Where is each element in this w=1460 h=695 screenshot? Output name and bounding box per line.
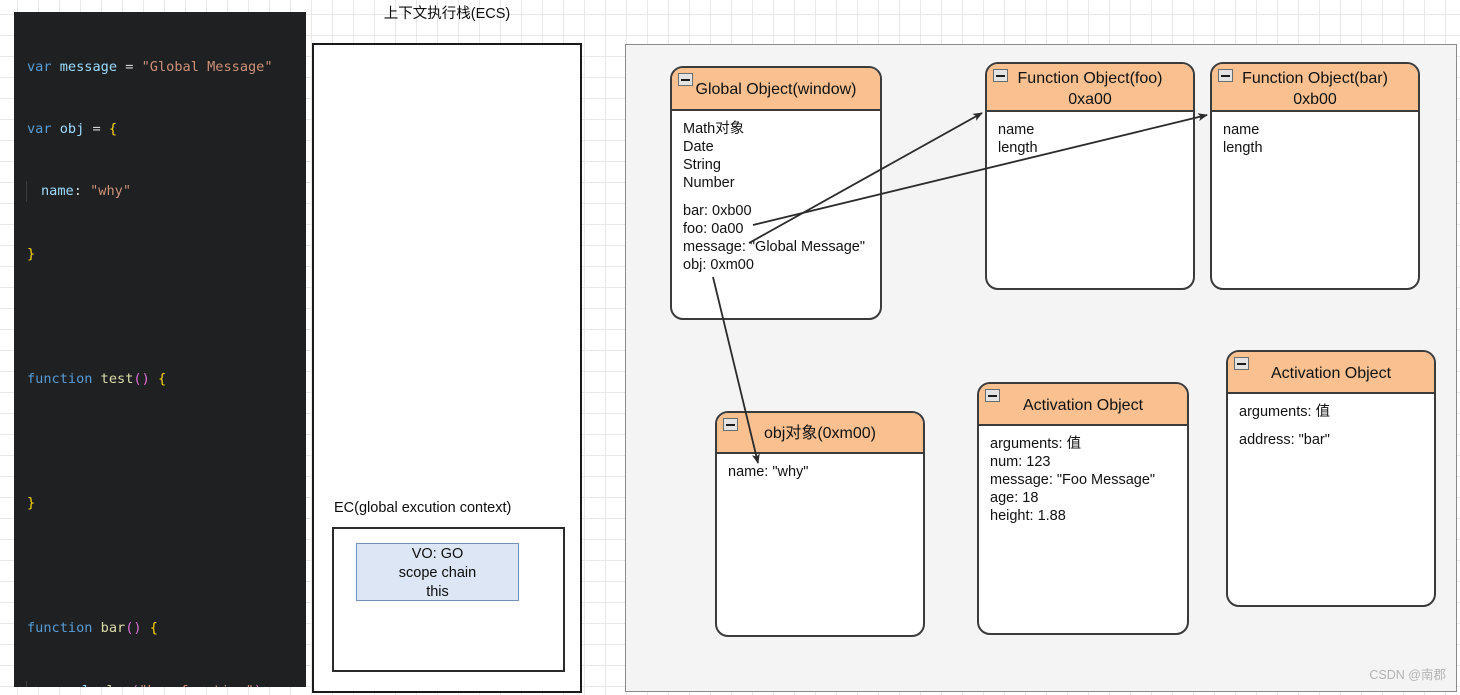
vo-go-box: VO: GO scope chain this [356,543,519,601]
collapse-minus-icon[interactable] [993,69,1008,82]
code-line [14,431,306,452]
collapse-minus-icon[interactable] [1218,69,1233,82]
object-entry: String [683,157,721,173]
object-entry: Date [683,139,714,155]
activation-object-foo-title: Activation Object [1022,397,1144,414]
vo-line-3: this [426,584,449,600]
code-line: } [27,495,36,512]
object-entry: Number [683,175,735,191]
code-line [14,556,306,577]
collapse-minus-icon[interactable] [1234,357,1249,370]
object-entry: length [1223,140,1263,156]
entry-spacer [683,192,880,202]
activation-object-foo-box[interactable]: Activation Object arguments: 值 num: 123 … [977,382,1189,635]
object-entry: height: 1.88 [990,508,1066,524]
activation-object-bar-body: arguments: 值 address: "bar" [1228,394,1434,449]
object-entry: num: 123 [990,454,1051,470]
global-object-title: Global Object(window) [695,81,857,98]
code-line: console.log("bar function") [14,680,306,687]
code-line: function test() { [27,370,167,387]
obj-object-title: obj对象(0xm00) [763,425,877,442]
vo-line-2: scope chain [398,565,477,581]
global-object-header[interactable]: Global Object(window) [672,68,880,111]
obj-object-body: name: "why" [717,454,923,481]
code-line: function bar() { [27,620,158,637]
object-entry: message: "Global Message" [683,239,865,255]
object-entry: obj: 0xm00 [683,257,754,273]
function-object-bar-body: name length [1212,112,1418,157]
activation-object-foo-header[interactable]: Activation Object [979,384,1187,426]
function-object-foo-title: Function Object(foo) [1017,70,1163,87]
global-object-box[interactable]: Global Object(window) Math对象 Date String… [670,66,882,320]
collapse-minus-icon[interactable] [723,418,738,431]
object-entry: name [1223,122,1260,138]
entry-spacer [1239,421,1434,431]
obj-object-box[interactable]: obj对象(0xm00) name: "why" [715,411,925,637]
activation-object-bar-title: Activation Object [1270,365,1392,382]
object-entry: arguments: 值 [990,436,1082,452]
function-object-bar-header[interactable]: Function Object(bar) 0xb00 [1212,64,1418,112]
object-entry: message: "Foo Message" [990,472,1156,488]
ecs-panel-title: 上下文执行栈(ECS) [383,6,511,22]
activation-object-foo-body: arguments: 值 num: 123 message: "Foo Mess… [979,426,1187,525]
ec-global-box: VO: GO scope chain this [332,527,565,672]
object-entry: length [998,140,1038,156]
function-object-foo-address: 0xa00 [1068,91,1112,108]
code-line: var obj = { [27,120,118,137]
function-object-foo-header[interactable]: Function Object(foo) 0xa00 [987,64,1193,112]
object-entry: address: "bar" [1239,432,1330,448]
object-entry: foo: 0a00 [683,221,744,237]
obj-object-header[interactable]: obj对象(0xm00) [717,413,923,454]
object-entry: name: "why" [728,464,809,480]
object-entry: Math对象 [683,121,745,137]
function-object-foo-body: name length [987,112,1193,157]
vo-line-1: VO: GO [411,546,464,562]
object-entry: age: 18 [990,490,1039,506]
code-line: var message = "Global Message" [27,58,273,75]
function-object-bar-address: 0xb00 [1293,91,1337,108]
code-editor-panel[interactable]: var message = "Global Message" var obj =… [14,12,306,687]
collapse-minus-icon[interactable] [678,73,693,86]
activation-object-bar-header[interactable]: Activation Object [1228,352,1434,394]
object-entry: bar: 0xb00 [683,203,752,219]
ecs-panel: EC(global excution context) VO: GO scope… [312,43,582,693]
function-object-bar-box[interactable]: Function Object(bar) 0xb00 name length [1210,62,1420,290]
code-line: } [27,245,36,262]
function-object-bar-title: Function Object(bar) [1242,70,1388,87]
activation-object-bar-box[interactable]: Activation Object arguments: 值 address: … [1226,350,1436,607]
ec-global-label: EC(global excution context) [334,500,512,516]
code-line: name: "why" [14,181,306,203]
object-entry: name [998,122,1035,138]
function-object-foo-box[interactable]: Function Object(foo) 0xa00 name length [985,62,1195,290]
csdn-watermark: CSDN @南郡 [1369,668,1446,682]
object-entry: arguments: 值 [1239,404,1331,420]
code-line [14,306,306,327]
collapse-minus-icon[interactable] [985,389,1000,402]
global-object-body: Math对象 Date String Number bar: 0xb00 foo… [672,111,880,274]
